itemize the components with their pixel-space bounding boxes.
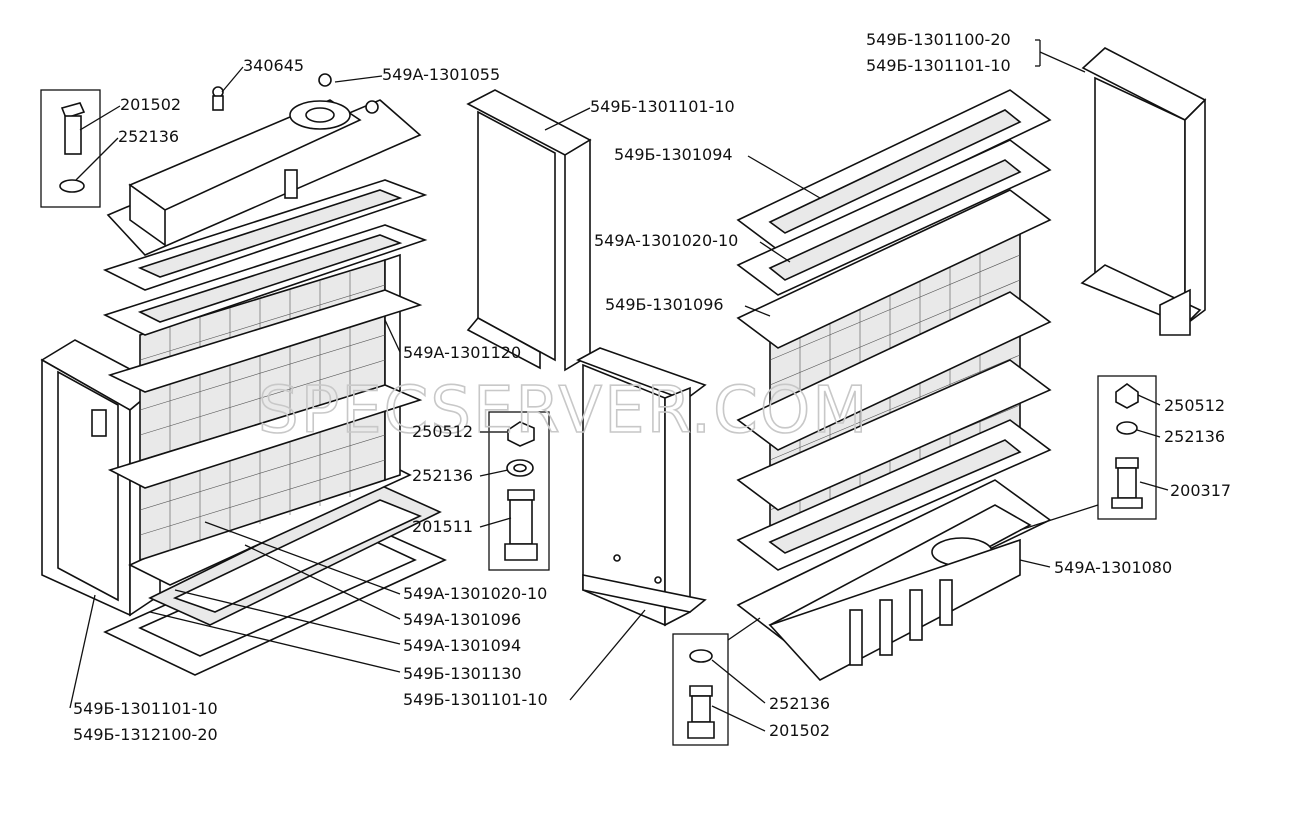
bottom-right-fastener-box (672, 633, 729, 746)
middle-brackets (466, 89, 707, 627)
label-250512-right: 250512 (1164, 396, 1225, 415)
label-252136-top-left: 252136 (118, 127, 179, 146)
part-labels: 340645 549A-1301055 201502 252136 549Б-1… (73, 30, 1231, 744)
drain-plug-340645 (212, 86, 224, 111)
label-252136-right: 252136 (1164, 427, 1225, 446)
label-549b-1312100-20: 549Б-1312100-20 (73, 725, 218, 744)
lower-middle-bracket (576, 347, 707, 627)
left-top-tank (106, 73, 422, 256)
label-549b-1301101-10-top: 549Б-1301101-10 (590, 97, 735, 116)
middle-fastener-box (488, 411, 550, 571)
label-549b-1301101-10-bottom-left: 549Б-1301101-10 (73, 699, 218, 718)
label-549a-1301096: 549A-1301096 (403, 610, 521, 629)
right-bottom-tank (736, 479, 1052, 681)
right-side-frame (1080, 47, 1207, 336)
left-top-gaskets (102, 179, 428, 336)
label-549b-1301101-10-top-right: 549Б-1301101-10 (866, 56, 1011, 75)
left-side-frame (40, 339, 162, 617)
watermark: SPECSERVER.COM (258, 374, 869, 448)
label-549b-1301100-20: 549Б-1301100-20 (866, 30, 1011, 49)
label-549a-1301055: 549A-1301055 (382, 65, 500, 84)
label-549b-1301094: 549Б-1301094 (614, 145, 733, 164)
label-549b-1301101-10-bottom-middle: 549Б-1301101-10 (403, 690, 548, 709)
label-549b-1301130: 549Б-1301130 (403, 664, 522, 683)
label-252136-bottom-right: 252136 (769, 694, 830, 713)
left-radiator-assembly (40, 73, 447, 676)
label-252136-middle: 252136 (412, 466, 473, 485)
upper-middle-bracket (466, 89, 592, 372)
label-340645: 340645 (243, 56, 304, 75)
label-201502-bottom-right: 201502 (769, 721, 830, 740)
label-549a-1301094: 549A-1301094 (403, 636, 521, 655)
right-gasket-stack (736, 89, 1052, 571)
label-200317: 200317 (1170, 481, 1231, 500)
right-radiator-assembly (672, 47, 1207, 746)
left-fastener-box (40, 89, 101, 208)
left-radiator-core (107, 253, 423, 562)
label-201511: 201511 (412, 517, 473, 536)
right-fastener-box (1097, 375, 1157, 520)
label-250512-middle: 250512 (412, 422, 473, 441)
leader-lines (69, 39, 1169, 732)
label-201502-top-left: 201502 (120, 95, 181, 114)
label-549a-1301020-10-right: 549A-1301020-10 (594, 231, 738, 250)
label-549b-1301096: 549Б-1301096 (605, 295, 724, 314)
label-549a-1301120: 549A-1301120 (403, 343, 521, 362)
label-549a-1301020-10-bottom: 549A-1301020-10 (403, 584, 547, 603)
label-549a-1301080: 549A-1301080 (1054, 558, 1172, 577)
